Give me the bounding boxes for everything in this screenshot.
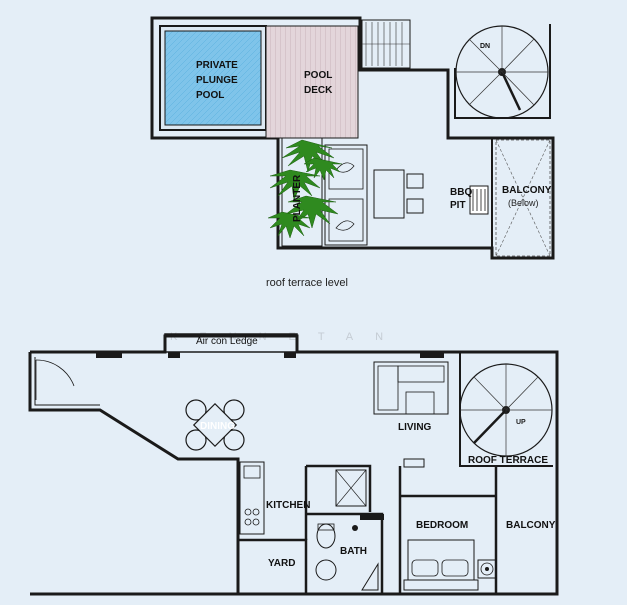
bath-label: BATH <box>340 546 367 557</box>
bath-fixtures <box>315 523 379 591</box>
living-sofa <box>373 361 449 468</box>
window-mark <box>420 352 444 358</box>
window-mark <box>284 352 296 358</box>
roof-terrace-label: ROOF TERRACE <box>468 455 548 466</box>
dining-table <box>185 399 245 451</box>
balcony-below-note: (Below) <box>508 198 539 208</box>
roof-table <box>373 169 424 219</box>
entry-inner-wall <box>34 357 100 406</box>
plunge-pool <box>164 30 262 126</box>
wardrobe-fan <box>477 559 497 579</box>
pool-deck <box>265 25 359 139</box>
upper-plan-caption: roof terrace level <box>266 277 348 289</box>
entry-door <box>35 359 75 400</box>
pool-label-line2: PLUNGE <box>196 75 238 86</box>
window-mark <box>96 352 122 358</box>
store-wall <box>306 464 372 512</box>
upper-plan: DN <box>150 16 555 289</box>
bbq-label-line1: BBQ <box>450 187 472 198</box>
dining-label: DINING <box>200 421 235 432</box>
kitchen-label: KITCHEN <box>266 500 310 511</box>
yard-label: YARD <box>268 558 295 569</box>
tv-console <box>403 458 425 468</box>
store-closet <box>335 469 367 507</box>
dining-wall <box>28 352 240 594</box>
bed <box>403 539 479 591</box>
pool-label-line3: POOL <box>196 90 224 101</box>
stair-up-label: UP <box>516 419 526 426</box>
aircon-ledge-label: Air con Ledge <box>196 336 258 347</box>
pool-label-line1: PRIVATE <box>196 60 238 71</box>
upper-balcony-label: BALCONY <box>502 185 552 196</box>
pool-deck-label-line2: DECK <box>304 85 333 96</box>
upper-stair-flight <box>361 19 411 69</box>
planter-foliage <box>267 139 343 239</box>
lounge-seating <box>324 144 368 246</box>
lower-balcony-label: BALCONY <box>506 520 556 531</box>
bedroom-label: BEDROOM <box>416 520 468 531</box>
balcony-below <box>495 139 551 257</box>
pool-deck-label-line1: POOL <box>304 70 332 81</box>
bbq-label-line2: PIT <box>450 200 466 211</box>
kitchen-counter <box>239 461 265 535</box>
aircon-ledge <box>164 333 298 353</box>
bath-window <box>360 514 384 520</box>
lower-plan: Air con Ledge DINING LIVING ROOF TERRACE… <box>28 333 559 596</box>
window-mark <box>168 352 180 358</box>
planter-label: PLANTER <box>292 174 303 222</box>
stair-dn-label: DN <box>480 43 490 50</box>
bbq-grill <box>469 185 489 215</box>
living-label: LIVING <box>398 422 432 433</box>
upper-spiral-stair <box>454 24 551 119</box>
lower-spiral-stair <box>459 352 553 467</box>
